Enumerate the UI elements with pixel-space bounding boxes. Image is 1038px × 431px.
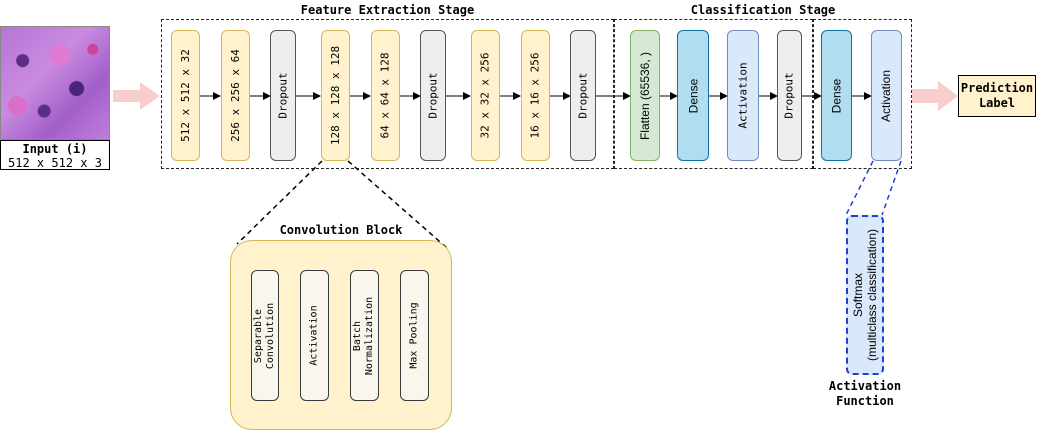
input-image [0,26,110,140]
output-stage [813,19,912,169]
zoom-line-right [347,160,448,249]
conv-block-3: 128 x 128 x 128 [321,30,350,161]
activation-block-1: Activation [727,30,759,161]
input-caption: Input (i) 512 x 512 x 3 [0,140,110,170]
activation-function-title: Activation Function [828,379,902,408]
activation-block-1-label: Activation [736,62,750,129]
act-zoom-line-right [881,160,902,216]
conv-step-activation: Activation [300,270,329,401]
softmax-label: Softmax (multiclass classification) [851,228,879,362]
conv-step-batchnorm: Batch Normalization [350,270,379,401]
feature-extraction-stage [161,19,614,169]
dense-block-1-label: Dense [686,78,700,113]
conv-block-4: 64 x 64 x 128 [371,30,400,161]
dense-block-2: Dense [821,30,852,161]
conv-step-batchnorm-label: Batch Normalization [352,296,376,375]
input-arrow [113,82,160,110]
activation-block-2-label: Activation [879,69,894,122]
dropout-block-4-label: Dropout [783,72,797,119]
softmax-box: Softmax (multiclass classification) [846,215,884,375]
classification-stage [614,19,813,169]
dense-block-2-label: Dense [829,78,844,113]
conv-block-5: 32 x 32 x 256 [471,30,500,161]
conv-block-1-label: 512 x 512 x 32 [179,49,192,142]
dropout-block-1: Dropout [270,30,296,161]
conv-block-6-label: 16 x 16 x 256 [529,52,542,139]
act-zoom-line-left [845,160,874,216]
conv-block-3-label: 128 x 128 x 128 [329,45,342,146]
dropout-block-3-label: Dropout [576,72,590,119]
flatten-block: Flatten (65536, ) [630,30,660,161]
output-arrow [912,81,958,111]
conv-block-6: 16 x 16 x 256 [521,30,550,161]
dropout-block-3: Dropout [570,30,596,161]
prediction-label: Prediction Label [958,75,1036,117]
conv-step-maxpool: Max Pooling [400,270,429,401]
conv-block-title: Convolution Block [279,223,403,237]
input-size: 512 x 512 x 3 [8,156,102,170]
dropout-block-2-label: Dropout [426,72,440,119]
dropout-block-1-label: Dropout [276,72,290,119]
input-title: Input (i) [22,142,88,156]
dense-block-1: Dense [677,30,709,161]
flatten-block-label: Flatten (65536, ) [638,51,652,140]
classification-stage-title: Classification Stage [690,3,836,17]
conv-step-separable-label: Separable Convolution [253,302,277,369]
conv-block-4-label: 64 x 64 x 128 [379,52,392,139]
conv-block-2: 256 x 256 x 64 [221,30,250,161]
dropout-block-2: Dropout [420,30,446,161]
conv-step-maxpool-label: Max Pooling [409,302,421,369]
conv-block-5-label: 32 x 32 x 256 [479,52,492,139]
zoom-line-left [236,160,323,245]
feature-stage-title: Feature Extraction Stage [300,3,475,17]
conv-block-2-label: 256 x 256 x 64 [229,49,242,142]
activation-block-2: Activation [871,30,902,161]
conv-block-1: 512 x 512 x 32 [171,30,200,161]
dropout-block-4: Dropout [777,30,802,161]
conv-step-activation-label: Activation [309,305,320,366]
conv-step-separable: Separable Convolution [251,270,279,401]
